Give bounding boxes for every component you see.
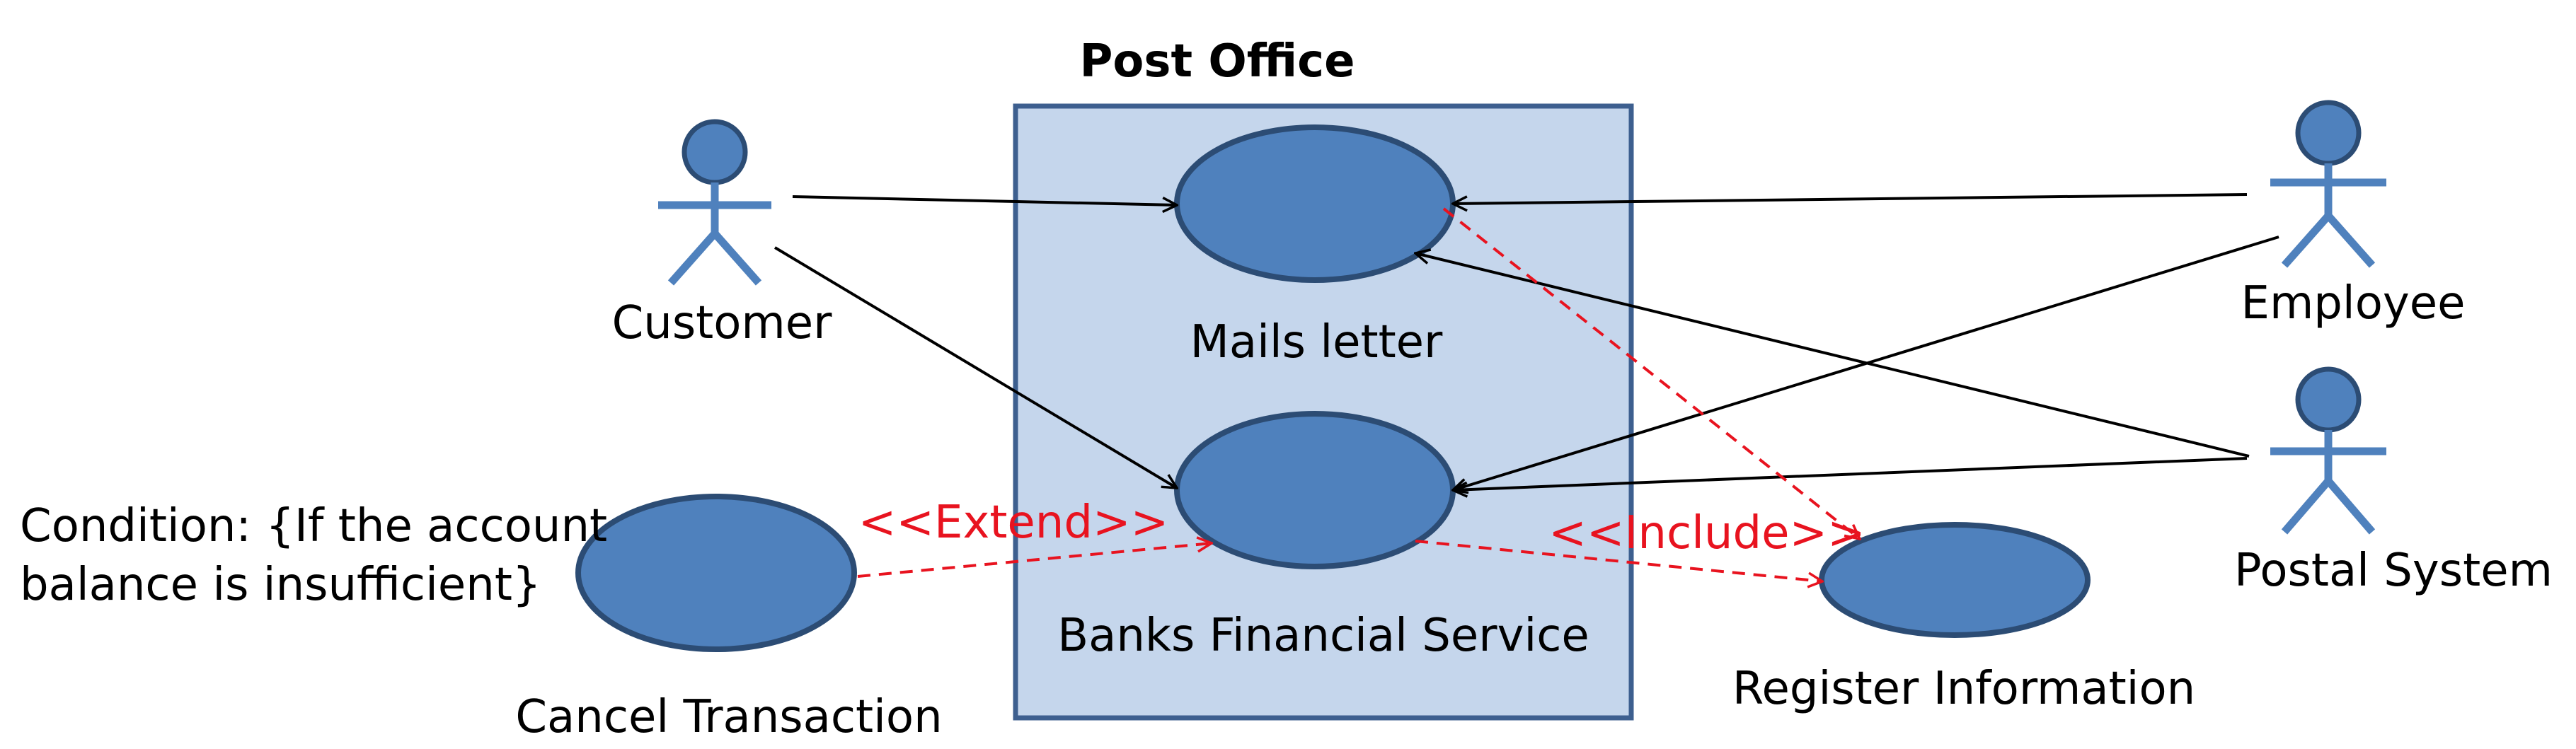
extend-arrow [857, 543, 1212, 578]
association-postal-system-banks-financial-service [1453, 457, 2248, 490]
actor-customer-label: Customer [612, 297, 833, 349]
system-boundary-title: Post Office [1080, 35, 1355, 88]
actor-postal-system-head [2295, 366, 2362, 433]
use-case-cancel-transaction[interactable] [575, 494, 857, 652]
use-case-banks-financial-service[interactable] [1174, 411, 1456, 569]
condition-note-line-1: Condition: {If the account [20, 500, 607, 552]
include-label: <<Include>> [1548, 507, 1865, 559]
use-case-mails-letter[interactable] [1174, 124, 1456, 283]
actor-customer-left-leg [667, 231, 718, 286]
actor-employee-left-leg [2281, 213, 2332, 268]
actor-postal-system-right-leg [2325, 478, 2376, 535]
actor-postal-system[interactable] [2270, 366, 2386, 535]
actor-postal-system-label: Postal System [2234, 545, 2553, 597]
use-case-banks-financial-service-label: Banks Financial Service [1057, 610, 1589, 662]
actor-customer-right-leg [711, 231, 762, 286]
association-customer-mails-letter [792, 195, 1177, 205]
include-arrow-mails-letter [1442, 207, 1860, 539]
actor-employee[interactable] [2270, 100, 2386, 268]
actor-employee-head [2295, 100, 2362, 166]
extend-label: <<Extend>> [858, 497, 1168, 549]
condition-note-line-2: balance is insufficient} [20, 559, 541, 611]
use-case-register-information-label: Register Information [1732, 663, 2195, 715]
actor-postal-system-left-leg [2281, 478, 2332, 535]
use-case-mails-letter-label: Mails letter [1190, 316, 1443, 368]
actor-employee-right-leg [2325, 213, 2376, 268]
actor-customer[interactable] [658, 119, 771, 286]
use-case-cancel-transaction-label: Cancel Transaction [515, 691, 942, 743]
actor-customer-head [682, 119, 748, 185]
association-customer-banks-financial-service [774, 246, 1177, 488]
association-employee-mails-letter [1453, 193, 2248, 204]
actor-employee-label: Employee [2241, 277, 2466, 330]
association-postal-system-mails-letter [1415, 253, 2250, 458]
include-arrow-banks-financial-service [1415, 540, 1822, 581]
